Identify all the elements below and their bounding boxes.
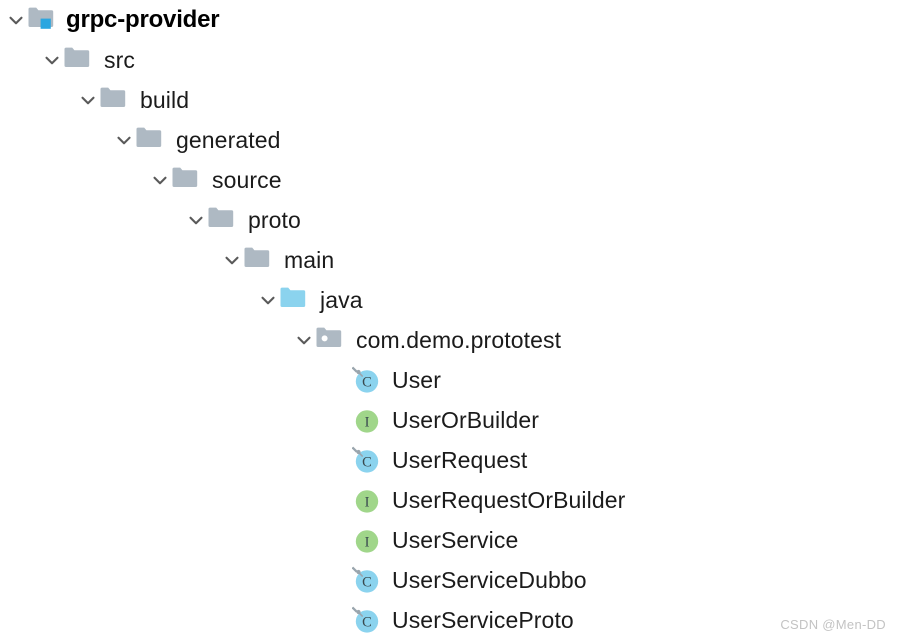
- tree-row-label: source: [212, 167, 282, 193]
- chevron-spacer: [328, 608, 352, 632]
- chevron-down-icon[interactable]: [220, 248, 244, 272]
- chevron-down-icon[interactable]: [256, 288, 280, 312]
- java-class-generated-icon: C: [352, 446, 382, 474]
- tree-row-label: UserOrBuilder: [392, 407, 540, 433]
- tree-row-com.demo.prototest[interactable]: com.demo.prototest: [0, 320, 898, 360]
- chevron-down-icon[interactable]: [4, 8, 28, 32]
- tree-row-label: UserService: [392, 527, 519, 553]
- tree-row-label: UserServiceDubbo: [392, 567, 587, 593]
- tree-row-src[interactable]: src: [0, 40, 898, 80]
- tree-row-label: UserRequest: [392, 447, 528, 473]
- chevron-down-icon[interactable]: [76, 88, 100, 112]
- tree-row-UserRequestOrBuilder[interactable]: I UserRequestOrBuilder: [0, 480, 898, 520]
- svg-text:I: I: [365, 494, 370, 510]
- tree-row-UserService[interactable]: I UserService: [0, 520, 898, 560]
- package-icon: [316, 326, 346, 354]
- folder-icon: [100, 86, 130, 114]
- tree-row-UserRequest[interactable]: C UserRequest: [0, 440, 898, 480]
- svg-text:C: C: [362, 374, 372, 390]
- svg-text:C: C: [362, 614, 372, 630]
- chevron-spacer: [328, 408, 352, 432]
- svg-text:I: I: [365, 414, 370, 430]
- chevron-spacer: [328, 368, 352, 392]
- tree-row-label: com.demo.prototest: [356, 327, 562, 353]
- folder-module-icon: [28, 6, 58, 34]
- tree-row-proto[interactable]: proto: [0, 200, 898, 240]
- chevron-down-icon[interactable]: [292, 328, 316, 352]
- chevron-spacer: [328, 488, 352, 512]
- folder-icon: [64, 46, 94, 74]
- folder-icon: [136, 126, 166, 154]
- svg-text:C: C: [362, 574, 372, 590]
- java-class-generated-icon: C: [352, 566, 382, 594]
- chevron-spacer: [328, 568, 352, 592]
- chevron-down-icon[interactable]: [40, 48, 64, 72]
- chevron-spacer: [328, 448, 352, 472]
- tree-row-UserOrBuilder[interactable]: I UserOrBuilder: [0, 400, 898, 440]
- folder-icon: [172, 166, 202, 194]
- tree-row-main[interactable]: main: [0, 240, 898, 280]
- tree-row-UserServiceProto[interactable]: C UserServiceProto: [0, 600, 898, 640]
- tree-row-label: grpc-provider: [66, 6, 220, 33]
- tree-row-label: generated: [176, 127, 281, 153]
- folder-icon: [244, 246, 274, 274]
- tree-row-grpc-provider[interactable]: grpc-provider: [0, 0, 898, 40]
- tree-row-label: UserRequestOrBuilder: [392, 487, 626, 513]
- tree-row-label: src: [104, 47, 135, 73]
- java-class-generated-icon: C: [352, 606, 382, 634]
- tree-row-label: java: [320, 287, 363, 313]
- tree-row-label: User: [392, 367, 441, 393]
- java-interface-icon: I: [352, 526, 382, 554]
- java-interface-icon: I: [352, 486, 382, 514]
- tree-row-label: main: [284, 247, 335, 273]
- tree-row-UserServiceDubbo[interactable]: C UserServiceDubbo: [0, 560, 898, 600]
- svg-text:C: C: [362, 454, 372, 470]
- svg-text:I: I: [365, 534, 370, 550]
- chevron-down-icon[interactable]: [148, 168, 172, 192]
- tree-row-build[interactable]: build: [0, 80, 898, 120]
- tree-row-generated[interactable]: generated: [0, 120, 898, 160]
- tree-row-label: proto: [248, 207, 301, 233]
- java-interface-icon: I: [352, 406, 382, 434]
- chevron-down-icon[interactable]: [112, 128, 136, 152]
- tree-row-User[interactable]: C User: [0, 360, 898, 400]
- folder-icon: [208, 206, 238, 234]
- java-class-generated-icon: C: [352, 366, 382, 394]
- tree-row-java[interactable]: java: [0, 280, 898, 320]
- watermark: CSDN @Men-DD: [780, 617, 886, 632]
- chevron-spacer: [328, 528, 352, 552]
- tree-row-source[interactable]: source: [0, 160, 898, 200]
- chevron-down-icon[interactable]: [184, 208, 208, 232]
- tree-row-label: UserServiceProto: [392, 607, 574, 633]
- tree-row-label: build: [140, 87, 190, 113]
- folder-source-root-icon: [280, 286, 310, 314]
